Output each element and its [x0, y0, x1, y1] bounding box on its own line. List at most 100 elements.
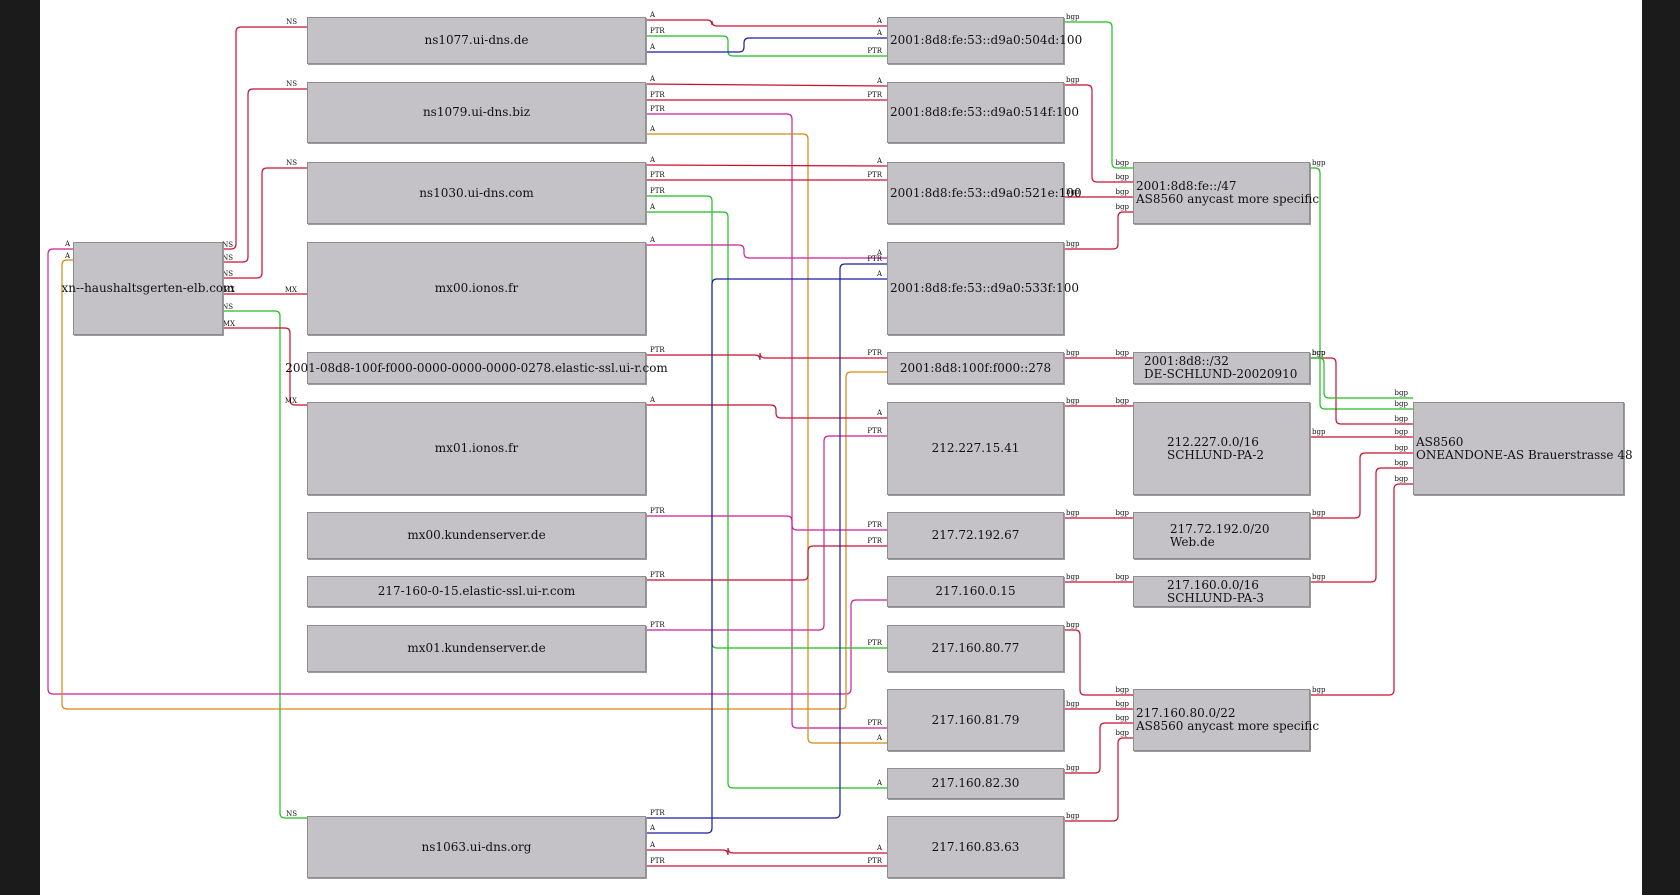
- edge-label-ptr: PTR: [867, 857, 882, 865]
- edge-label-a: A: [649, 396, 656, 404]
- edge-label-bgp: bgp: [1116, 686, 1130, 694]
- edge-label-bgp: bgp: [1116, 159, 1130, 167]
- node-mx01-kundenserver[interactable]: mx01.kundenserver.de: [307, 625, 646, 672]
- node-label-line1: 217.160.0.0/16: [1167, 577, 1259, 592]
- edge-bgp-prefix-as-1: [1310, 357, 1413, 425]
- node-ip-533f[interactable]: 2001:8d8:fe:53::d9a0:533f:100: [887, 242, 1079, 335]
- edge-label-ptr: PTR: [867, 349, 882, 357]
- edge-ptr-16: [646, 435, 887, 631]
- edge-label-ptr: PTR: [650, 105, 665, 113]
- node-elastic-278[interactable]: 2001-08d8-100f-f000-0000-0000-0000-0278.…: [285, 352, 668, 384]
- edge-a-19: [646, 847, 887, 856]
- edge-label-ptr: PTR: [650, 187, 665, 195]
- node-mx00-kundenserver[interactable]: mx00.kundenserver.de: [307, 512, 646, 559]
- edge-label-bgp: bgp: [1312, 428, 1326, 436]
- edge-label-bgp: bgp: [1312, 159, 1326, 167]
- node-mx01-ionos[interactable]: mx01.ionos.fr: [307, 402, 646, 495]
- edge-label-mx: MX: [285, 397, 297, 405]
- edge-label-ptr: PTR: [867, 719, 882, 727]
- node-elastic-015[interactable]: 217-160-0-15.elastic-ssl.ui-r.com: [307, 576, 646, 607]
- edge-ptr-5: [646, 113, 887, 729]
- edge-label-bgp: bgp: [1116, 173, 1130, 181]
- edge-a-domain-v6: [61, 259, 887, 710]
- node-mx00-ionos[interactable]: mx00.ionos.fr: [307, 242, 646, 335]
- edge-label-a: A: [649, 203, 656, 211]
- edge-label-bgp: bgp: [1312, 686, 1326, 694]
- node-ns1063[interactable]: ns1063.ui-dns.org: [307, 816, 646, 878]
- edge-label-a: A: [876, 77, 883, 85]
- node-label-line1: AS8560: [1416, 434, 1464, 449]
- edge-bgp-prefix-as-3: [1310, 452, 1413, 519]
- node-label: mx01.kundenserver.de: [407, 641, 546, 655]
- node-ns1077[interactable]: ns1077.ui-dns.de: [307, 17, 646, 64]
- node-ns1030[interactable]: ns1030.ui-dns.com: [307, 162, 646, 224]
- edge-a-10: [646, 211, 887, 789]
- edge-label-bgp: bgp: [1066, 764, 1080, 772]
- edge-label-bgp: bgp: [1395, 415, 1409, 423]
- edge-bgp-prefix-as-0: [1310, 167, 1413, 410]
- edge-label-ptr: PTR: [650, 809, 665, 817]
- edge-bgp-ip-prefix-1: [1064, 84, 1133, 183]
- edge-ptr-12: [646, 352, 887, 361]
- node-label-line1: 217.72.192.0/20: [1170, 521, 1270, 536]
- node-ip-217-160-80-77[interactable]: 217.160.80.77: [887, 625, 1064, 672]
- edge-label-a: A: [649, 43, 656, 51]
- node-label: 2001:8d8:100f:f000::278: [899, 360, 1052, 375]
- node-ip-278[interactable]: 2001:8d8:100f:f000::278: [887, 352, 1064, 384]
- edge-label-a: A: [876, 157, 883, 165]
- edge-bgp-ip-prefix-0: [1064, 21, 1133, 169]
- edge-label-ns: NS: [286, 18, 297, 26]
- edge-label-ptr: PTR: [650, 171, 665, 179]
- node-label: ns1030.ui-dns.com: [419, 185, 534, 200]
- node-label-line1: 217.160.80.0/22: [1136, 706, 1236, 720]
- edge-label-bgp: bgp: [1116, 203, 1130, 211]
- node-label-line1: 212.227.0.0/16: [1167, 434, 1259, 449]
- edge-bgp-prefix-as-5: [1310, 483, 1413, 696]
- node-domain[interactable]: xn--haushaltsgerten-elb.com: [61, 242, 235, 335]
- node-ip-217-160-82-30[interactable]: 217.160.82.30: [887, 768, 1064, 799]
- edge-label-bgp: bgp: [1066, 509, 1080, 517]
- node-ip-217-160-83-63[interactable]: 217.160.83.63: [887, 816, 1064, 878]
- edge-bgp-ip-prefix-10: [1064, 722, 1133, 774]
- edge-bgp-prefix-as-4: [1310, 467, 1413, 583]
- edge-label-ptr: PTR: [650, 507, 665, 515]
- edge-label-bgp: bgp: [1395, 475, 1409, 483]
- edge-label-ns: NS: [286, 159, 297, 167]
- node-ip-217-160-81-79[interactable]: 217.160.81.79: [887, 689, 1064, 751]
- edge-a-0: [646, 19, 887, 27]
- edge-label-bgp: bgp: [1066, 13, 1080, 21]
- edge-label-ptr: PTR: [867, 427, 882, 435]
- node-label: 217-160-0-15.elastic-ssl.ui-r.com: [377, 584, 576, 598]
- node-label: 217.160.82.30: [931, 776, 1020, 790]
- node-ip-217-72-192-67[interactable]: 217.72.192.67: [887, 512, 1064, 559]
- node-ip-217-160-0-15[interactable]: 217.160.0.15: [887, 576, 1064, 607]
- node-ip-212-227-15-41[interactable]: 212.227.15.41: [887, 402, 1064, 495]
- node-label-line2: Web.de: [1170, 534, 1215, 549]
- node-label: ns1063.ui-dns.org: [421, 839, 532, 854]
- edge-label-a: A: [876, 409, 883, 417]
- edge-label-a: A: [876, 29, 883, 37]
- node-ip-521e[interactable]: 2001:8d8:fe:53::d9a0:521e:100: [887, 162, 1082, 224]
- edge-a-11: [646, 244, 887, 259]
- edge-label-bgp: bgp: [1116, 729, 1130, 737]
- edge-bgp-ip-prefix-8: [1064, 629, 1133, 696]
- edge-label-ns: NS: [222, 303, 233, 311]
- edge-label-bgp: bgp: [1395, 459, 1409, 467]
- node-label-line2: SCHLUND-PA-3: [1167, 590, 1265, 605]
- node-label-line2: DE-SCHLUND-20020910: [1144, 367, 1298, 381]
- edge-label-bgp: bgp: [1395, 444, 1409, 452]
- node-label: 217.160.81.79: [931, 712, 1020, 727]
- node-ns1079[interactable]: ns1079.ui-dns.biz: [307, 82, 646, 143]
- edge-label-ptr: PTR: [867, 639, 882, 647]
- node-ip-504d[interactable]: 2001:8d8:fe:53::d9a0:504d:100: [887, 17, 1082, 64]
- edge-label-ptr: PTR: [650, 27, 665, 35]
- node-ip-514f[interactable]: 2001:8d8:fe:53::d9a0:514f:100: [887, 82, 1079, 143]
